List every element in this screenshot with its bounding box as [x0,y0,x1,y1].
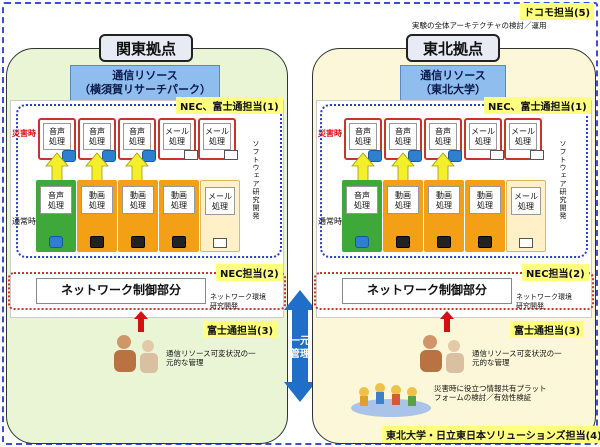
tohoku-software-dev: ソフトウェア研究開発 [559,140,567,220]
card-label: 動画 処理 [387,186,419,214]
phone-icon [102,150,116,162]
card-label: メール 処理 [163,123,191,150]
center-label-1: 一元 [290,336,310,347]
kanto-bottom-card: メール 処理 [200,180,240,252]
tohoku-network-control: ネットワーク制御部分 [342,278,512,304]
kanto-disaster-label: 災害時 [12,129,36,138]
tohoku-disaster-label: 災害時 [318,129,342,138]
kanto-resource-box: 通信リソース （横須賀リサーチパーク） [70,65,220,101]
phone-icon [448,150,462,162]
tohoku-resource-line2: （東北大学） [420,83,486,96]
tohoku-resource-box: 通信リソース （東北大学） [400,65,506,101]
card-label: 音声 処理 [389,123,417,150]
kanto-software-dev: ソフトウェア研究開発 [252,140,260,220]
mail-icon [519,238,533,248]
mail-icon [490,150,504,160]
phone-icon [368,150,382,162]
tohoku-red-arrow [440,311,454,332]
card-label: 動画 処理 [163,186,195,214]
phone-icon [142,150,156,162]
tohoku-network-dev: ネットワーク環境 研究開発 [516,293,572,310]
card-label: 動画 処理 [469,186,501,214]
video-icon [437,236,451,248]
card-label: 音声 処理 [346,186,378,214]
card-label: 音声 処理 [429,123,457,150]
phone-icon [62,150,76,162]
kanto-resource-line1: 通信リソース [112,69,178,82]
center-double-arrow [284,290,316,402]
kanto-resource-line2: （横須賀リサーチパーク） [79,83,211,96]
tohoku-mgmt-text: 通信リソース可変状況の一 元的な管理 [472,349,562,367]
tohoku-people-illustration [420,335,464,373]
kanto-top-card: メール 処理 [198,118,236,160]
kanto-people-illustration [114,335,158,373]
kanto-network-control: ネットワーク制御部分 [36,278,206,304]
tohoku-yellow-arrows [351,152,455,189]
kanto-nec-fujitsu: NEC、富士通担当(1) [176,97,283,114]
video-icon [131,236,145,248]
tohoku-fujitsu: 富士通担当(3) [510,321,585,338]
card-label: 音声 処理 [349,123,377,150]
kanto-nec: NEC担当(2) [216,264,283,281]
mail-icon [530,150,544,160]
kanto-network-dev: ネットワーク環境 研究開発 [210,293,266,310]
card-label: メール 処理 [469,123,497,150]
phone-icon [408,150,422,162]
phone-icon [355,236,369,248]
kanto-yellow-arrows [45,152,149,189]
kanto-network-area [8,272,286,310]
card-label: 音声 処理 [83,123,111,150]
video-icon [90,236,104,248]
kanto-mgmt-text: 通信リソース可変状況の一 元的な管理 [166,349,256,367]
kanto-normal-label: 通常時 [12,217,36,226]
card-label: 動画 処理 [122,186,154,214]
kanto-software-area [16,104,282,258]
center-label-2: 管理 [290,349,310,360]
card-label: 動画 処理 [428,186,460,214]
tohoku-software-area [320,104,588,258]
card-label: 音声 処理 [123,123,151,150]
card-label: メール 処理 [203,123,231,150]
kanto-bottom-card: 動画 処理 [118,180,158,252]
kanto-top-card: 音声 処理 [118,118,156,160]
card-label: 音声 処理 [40,186,72,214]
mail-icon [213,238,227,248]
kanto-bottom-card: 動画 処理 [77,180,117,252]
card-label: メール 処理 [511,187,541,215]
card-label: 音声 処理 [43,123,71,150]
tohoku-hitachi-responsibility: 東北大学・日立東日本ソリューションズ担当(4) [382,426,600,443]
center-label: 一元 管理 [287,335,313,361]
mail-icon [224,150,238,160]
card-label: 動画 処理 [81,186,113,214]
tohoku-nec-fujitsu: NEC、富士通担当(1) [484,97,591,114]
mail-icon [184,150,198,160]
docomo-description: 実験の全体アーキテクチャの検討／運用 [412,21,547,30]
card-label: メール 処理 [205,187,235,215]
card-label: メール 処理 [509,123,537,150]
tohoku-title: 東北拠点 [406,34,500,62]
video-icon [396,236,410,248]
kanto-title: 関東拠点 [99,34,193,62]
phone-icon [49,236,63,248]
docomo-responsibility: ドコモ担当(5) [520,3,595,20]
kanto-red-arrow [134,311,148,332]
video-icon [478,236,492,248]
tohoku-normal-label: 通常時 [318,217,342,226]
kanto-fujitsu: 富士通担当(3) [203,321,278,338]
tohoku-nec: NEC担当(2) [522,264,589,281]
tohoku-network-area [314,272,594,310]
tohoku-resource-line1: 通信リソース [420,69,486,82]
video-icon [172,236,186,248]
community-illustration [351,383,431,417]
platform-text: 災害時に役立つ情報共有プラット フォームの検討／有効性検証 [434,384,547,402]
